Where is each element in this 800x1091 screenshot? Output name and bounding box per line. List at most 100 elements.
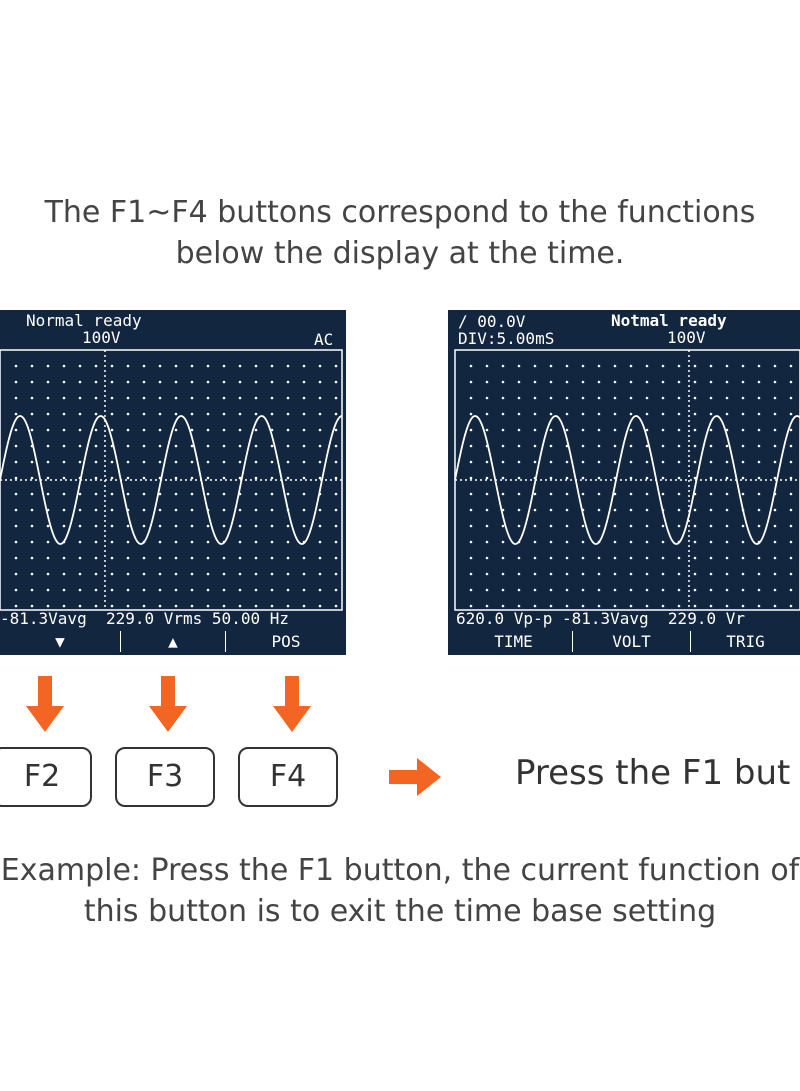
grid-dot — [286, 396, 290, 400]
press-f1-text: Press the F1 but — [515, 753, 791, 793]
grid-dot — [222, 412, 226, 416]
grid-dot — [318, 364, 322, 368]
grid-dot — [709, 476, 713, 480]
grid-dot — [613, 412, 617, 416]
grid-dot — [318, 556, 322, 560]
grid-dot — [126, 380, 130, 384]
left-softkey-1[interactable]: ▼ — [0, 631, 120, 652]
grid-dot — [469, 588, 473, 592]
grid-dot — [14, 508, 18, 512]
left-softkey-3[interactable]: POS — [225, 631, 346, 652]
grid-dot — [190, 460, 194, 464]
grid-dot — [757, 396, 761, 400]
grid-dot — [789, 364, 793, 368]
grid-dot — [613, 428, 617, 432]
grid-dot — [469, 508, 473, 512]
grid-dot — [501, 444, 505, 448]
right-status-text: Notmal ready — [611, 311, 727, 330]
grid-dot — [270, 364, 274, 368]
grid-dot — [142, 380, 146, 384]
grid-dot — [270, 572, 274, 576]
right-softkey-volt[interactable]: VOLT — [572, 631, 690, 652]
grid-dot — [773, 588, 777, 592]
grid-dot — [501, 556, 505, 560]
grid-dot — [677, 364, 681, 368]
grid-dot — [190, 604, 194, 608]
grid-dot — [46, 524, 50, 528]
grid-dot — [709, 380, 713, 384]
grid-dot — [62, 492, 66, 496]
grid-dot — [693, 428, 697, 432]
grid-dot — [501, 476, 505, 480]
grid-dot — [581, 428, 585, 432]
grid-dot — [741, 396, 745, 400]
grid-dot — [645, 540, 649, 544]
grid-dot — [126, 604, 130, 608]
grid-dot — [238, 364, 242, 368]
grid-dot — [549, 524, 553, 528]
grid-dot — [597, 396, 601, 400]
grid-dot — [597, 604, 601, 608]
grid-dot — [661, 412, 665, 416]
grid-dot — [78, 524, 82, 528]
grid-dot — [142, 492, 146, 496]
grid-dot — [485, 476, 489, 480]
grid-dot — [62, 572, 66, 576]
grid-dot — [286, 380, 290, 384]
f4-button[interactable]: F4 — [238, 747, 338, 807]
grid-dot — [613, 572, 617, 576]
grid-dot — [517, 460, 521, 464]
grid-dot — [469, 540, 473, 544]
grid-dot — [581, 444, 585, 448]
top-caption-line2: below the display at the time. — [175, 236, 625, 271]
grid-dot — [30, 364, 34, 368]
grid-dot — [645, 476, 649, 480]
grid-dot — [469, 524, 473, 528]
grid-dot — [238, 380, 242, 384]
right-softkey-time[interactable]: TIME — [455, 631, 572, 652]
grid-dot — [30, 412, 34, 416]
grid-dot — [158, 556, 162, 560]
grid-dot — [302, 460, 306, 464]
f2-button[interactable]: F2 — [0, 747, 92, 807]
left-softkey-2[interactable]: ▲ — [120, 631, 225, 652]
grid-dot — [693, 604, 697, 608]
grid-dot — [613, 524, 617, 528]
grid-dot — [597, 380, 601, 384]
grid-dot — [110, 460, 114, 464]
grid-dot — [158, 524, 162, 528]
grid-dot — [517, 396, 521, 400]
grid-dot — [709, 524, 713, 528]
grid-dot — [485, 396, 489, 400]
right-softkey-trig[interactable]: TRIG — [690, 631, 800, 652]
grid-dot — [661, 492, 665, 496]
grid-dot — [741, 460, 745, 464]
grid-dot — [94, 412, 98, 416]
grid-dot — [581, 588, 585, 592]
grid-dot — [318, 444, 322, 448]
grid-dot — [174, 540, 178, 544]
grid-dot — [30, 428, 34, 432]
grid-dot — [46, 428, 50, 432]
grid-dot — [757, 412, 761, 416]
grid-dot — [533, 572, 537, 576]
grid-dot — [238, 428, 242, 432]
grid-dot — [485, 460, 489, 464]
grid-dot — [597, 428, 601, 432]
right-volt-label: 100V — [667, 328, 706, 347]
grid-dot — [78, 588, 82, 592]
grid-dot — [581, 604, 585, 608]
grid-dot — [318, 572, 322, 576]
grid-dot — [318, 508, 322, 512]
f3-button[interactable]: F3 — [115, 747, 215, 807]
grid-dot — [78, 428, 82, 432]
grid-dot — [469, 428, 473, 432]
grid-dot — [773, 428, 777, 432]
grid-dot — [190, 556, 194, 560]
grid-dot — [62, 428, 66, 432]
grid-dot — [14, 428, 18, 432]
grid-dot — [517, 380, 521, 384]
grid-dot — [302, 428, 306, 432]
grid-dot — [14, 556, 18, 560]
grid-dot — [645, 524, 649, 528]
